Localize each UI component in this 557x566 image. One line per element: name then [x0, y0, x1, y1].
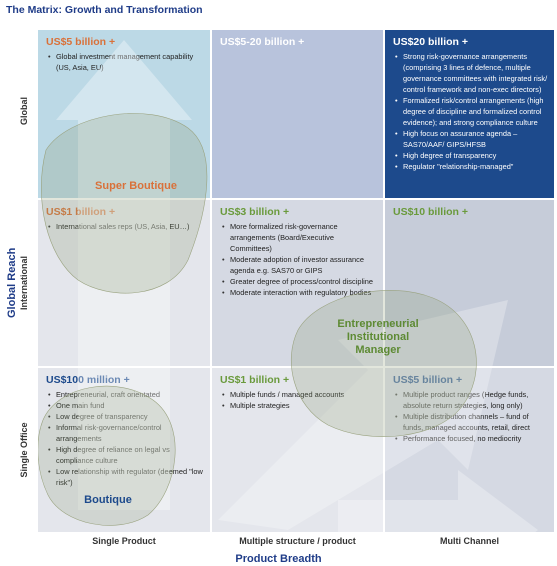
list-item: One main fund [48, 400, 204, 411]
column-label-multi-channel: Multi Channel [440, 536, 499, 546]
list-item: High focus on assurance agenda – SAS70/A… [395, 128, 548, 150]
cell-header: US$1 billion + [46, 206, 116, 218]
list-item: Formalized risk/control arrangements (hi… [395, 95, 548, 128]
list-item: Multiple distribution channels – fund of… [395, 411, 548, 433]
cell-header: US$5 billion + [393, 374, 463, 386]
cell-international-single-product: US$1 billion + International sales reps … [38, 200, 210, 366]
entrepreneurial-label: Entrepreneurial Institutional Manager [318, 318, 438, 357]
page-title: The Matrix: Growth and Transformation [6, 4, 203, 16]
cell-header: US$100 million + [46, 374, 130, 386]
cell-single-office-multiple-structure: US$1 billion + Multiple funds / managed … [212, 368, 383, 532]
cell-header: US$5 billion + [46, 36, 116, 48]
list-item: Greater degree of process/control discip… [222, 276, 377, 287]
cell-header: US$10 billion + [393, 206, 468, 218]
list-item: International sales reps (US, Asia, EU…) [48, 221, 204, 232]
list-item: High degree of transparency [395, 150, 548, 161]
list-item: Low degree of transparency [48, 411, 204, 422]
list-item: More formalized risk-governance arrangem… [222, 221, 377, 254]
cell-list: International sales reps (US, Asia, EU…) [46, 221, 204, 232]
cell-header: US$20 billion + [393, 36, 468, 48]
column-label-single-product: Single Product [92, 536, 156, 546]
cell-global-single-product: US$5 billion + Global investment managem… [38, 30, 210, 198]
entrepreneurial-label-line: Manager [355, 344, 401, 356]
list-item: High degree of reliance on legal vs comp… [48, 444, 204, 466]
row-label-global: Global [19, 97, 29, 126]
list-item: Strong risk-governance arrangements (com… [395, 51, 548, 95]
cell-list: Global investment management capability … [46, 51, 204, 73]
cell-list: Entrepreneurial, craft orientated One ma… [46, 389, 204, 488]
entrepreneurial-label-line: Entrepreneurial [337, 318, 419, 330]
column-label-multiple-structure: Multiple structure / product [239, 536, 356, 546]
boutique-label: Boutique [84, 494, 132, 506]
list-item: Entrepreneurial, craft orientated [48, 389, 204, 400]
list-item: Multiple product ranges (Hedge funds, ab… [395, 389, 548, 411]
list-item: Multiple strategies [222, 400, 377, 411]
vertical-axis-label: Global Reach [6, 247, 18, 318]
list-item: Performance focused, no mediocrity [395, 433, 548, 444]
cell-global-multiple-structure: US$5-20 billion + [212, 30, 383, 198]
growth-matrix: US$5 billion + Global investment managem… [38, 30, 554, 532]
list-item: Low relationship with regulator (deemed … [48, 466, 204, 488]
cell-list: Strong risk-governance arrangements (com… [393, 51, 548, 172]
cell-list: More formalized risk-governance arrangem… [220, 221, 377, 298]
cell-global-multi-channel: US$20 billion + Strong risk-governance a… [385, 30, 554, 198]
cell-header: US$3 billion + [220, 206, 290, 218]
list-item: Moderate interaction with regulatory bod… [222, 287, 377, 298]
super-boutique-label: Super Boutique [95, 180, 177, 192]
cell-single-office-single-product: US$100 million + Entrepreneurial, craft … [38, 368, 210, 532]
row-label-international: International [19, 256, 29, 311]
cell-list: Multiple product ranges (Hedge funds, ab… [393, 389, 548, 444]
cell-single-office-multi-channel: US$5 billion + Multiple product ranges (… [385, 368, 554, 532]
cell-header: US$5-20 billion + [220, 36, 305, 48]
list-item: Informal risk-governance/control arrange… [48, 422, 204, 444]
list-item: Regulator "relationship-managed" [395, 161, 548, 172]
list-item: Moderate adoption of investor assurance … [222, 254, 377, 276]
cell-header: US$1 billion + [220, 374, 290, 386]
row-label-single-office: Single Office [19, 422, 29, 478]
list-item: Global investment management capability … [48, 51, 204, 73]
entrepreneurial-label-line: Institutional [346, 331, 410, 343]
list-item: Multiple funds / managed accounts [222, 389, 377, 400]
horizontal-axis-label: Product Breadth [235, 553, 322, 565]
cell-list: Multiple funds / managed accounts Multip… [220, 389, 377, 411]
